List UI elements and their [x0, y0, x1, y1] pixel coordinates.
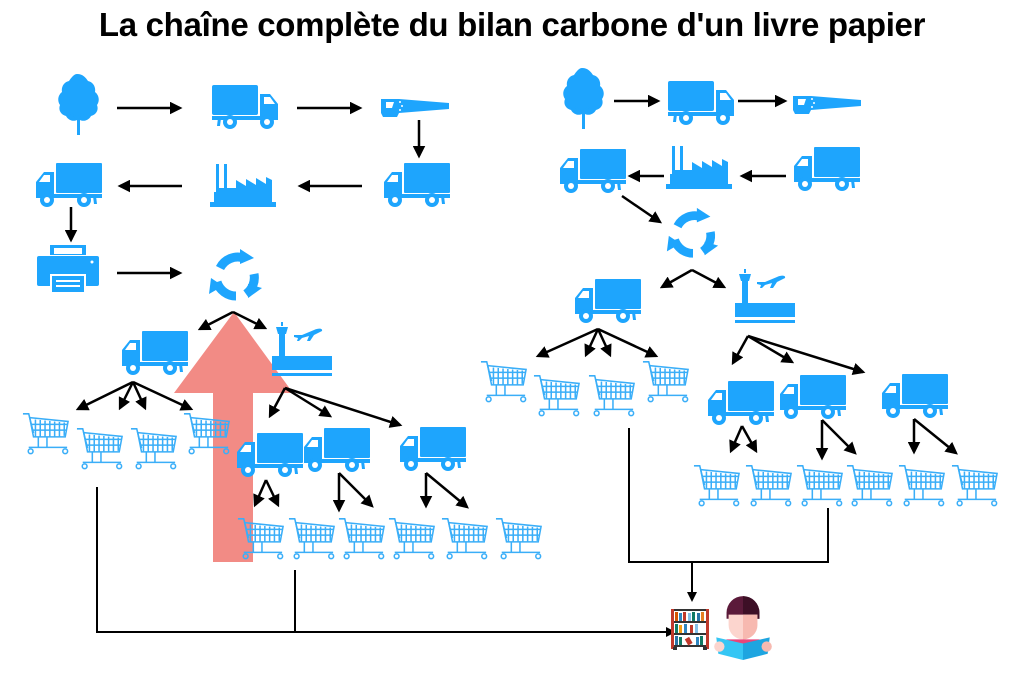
- flow-arrow: [821, 419, 857, 455]
- collector-arrow-left: [96, 487, 676, 637]
- flow-arrow: [597, 327, 659, 358]
- reader-icon: [714, 596, 772, 660]
- tree-icon: [58, 74, 99, 135]
- cart-icon: [388, 517, 435, 560]
- truck-icon: [668, 81, 734, 125]
- flow-arrow: [535, 327, 599, 358]
- flow-arrow: [584, 328, 600, 358]
- truck-icon: [400, 427, 466, 471]
- saw-icon: [381, 99, 449, 117]
- recycle-icon: [209, 249, 262, 298]
- cart-icon: [533, 374, 580, 417]
- airport-icon: [272, 322, 332, 376]
- cart-icon: [846, 464, 893, 507]
- truck-icon: [384, 163, 450, 207]
- truck-icon: [794, 147, 860, 191]
- bookshelf-icon: [671, 609, 709, 650]
- flow-arrow: [253, 479, 268, 508]
- highlight-up-arrow: [174, 312, 293, 562]
- cart-icon: [642, 360, 689, 403]
- cart-icon: [693, 464, 740, 507]
- flow-arrow: [913, 418, 958, 455]
- flow-arrow: [131, 381, 147, 411]
- cart-icon: [796, 464, 843, 507]
- flow-arrow: [284, 386, 403, 428]
- airport-icon: [735, 269, 795, 323]
- truck-icon: [36, 163, 102, 207]
- flow-arrow: [729, 425, 744, 454]
- flow-arrow: [747, 334, 795, 364]
- factory-icon: [666, 146, 732, 189]
- saw-icon: [793, 96, 861, 114]
- cart-icon: [76, 427, 123, 470]
- left-chain: [22, 74, 542, 560]
- flow-arrow: [232, 310, 268, 330]
- right-chain: [480, 68, 998, 507]
- cart-icon: [288, 517, 335, 560]
- collector-line-right: [628, 428, 829, 563]
- cart-icon: [898, 464, 945, 507]
- flow-arrow: [621, 194, 663, 224]
- cart-icon: [441, 517, 488, 560]
- recycle-icon: [667, 208, 718, 255]
- flow-arrow: [747, 334, 866, 375]
- flow-arrow: [132, 380, 194, 411]
- flow-arrow: [596, 328, 612, 358]
- cart-icon: [951, 464, 998, 507]
- cart-icon: [495, 517, 542, 560]
- truck-icon: [708, 381, 774, 425]
- flow-arrow: [118, 381, 135, 411]
- flow-arrow: [75, 380, 134, 411]
- flow-arrow: [691, 268, 727, 289]
- flow-arrow: [740, 425, 758, 454]
- flow-arrow: [284, 386, 333, 418]
- flow-arrow: [731, 335, 750, 366]
- truck-icon: [560, 149, 626, 193]
- cart-icon: [480, 360, 527, 403]
- collector-lines: [96, 428, 829, 637]
- flow-arrow: [197, 310, 234, 331]
- truck-icon: [304, 428, 370, 472]
- cart-icon: [22, 412, 69, 455]
- cart-icon: [745, 464, 792, 507]
- truck-icon: [212, 85, 278, 129]
- factory-icon: [210, 164, 276, 207]
- diagram-title: La chaîne complète du bilan carbone d'un…: [98, 6, 926, 43]
- printer-icon: [37, 245, 99, 293]
- flow-arrow: [659, 268, 693, 289]
- truck-icon: [780, 375, 846, 419]
- cart-icon: [338, 517, 385, 560]
- flow-arrow: [338, 472, 374, 508]
- flow-arrow: [264, 479, 280, 508]
- flow-arrow: [425, 472, 469, 509]
- tree-icon: [563, 68, 604, 129]
- cart-icon: [588, 374, 635, 417]
- truck-icon: [882, 374, 948, 418]
- flow-arrow: [268, 387, 287, 419]
- truck-icon: [575, 279, 641, 323]
- truck-icon: [122, 331, 188, 375]
- cart-icon: [130, 427, 177, 470]
